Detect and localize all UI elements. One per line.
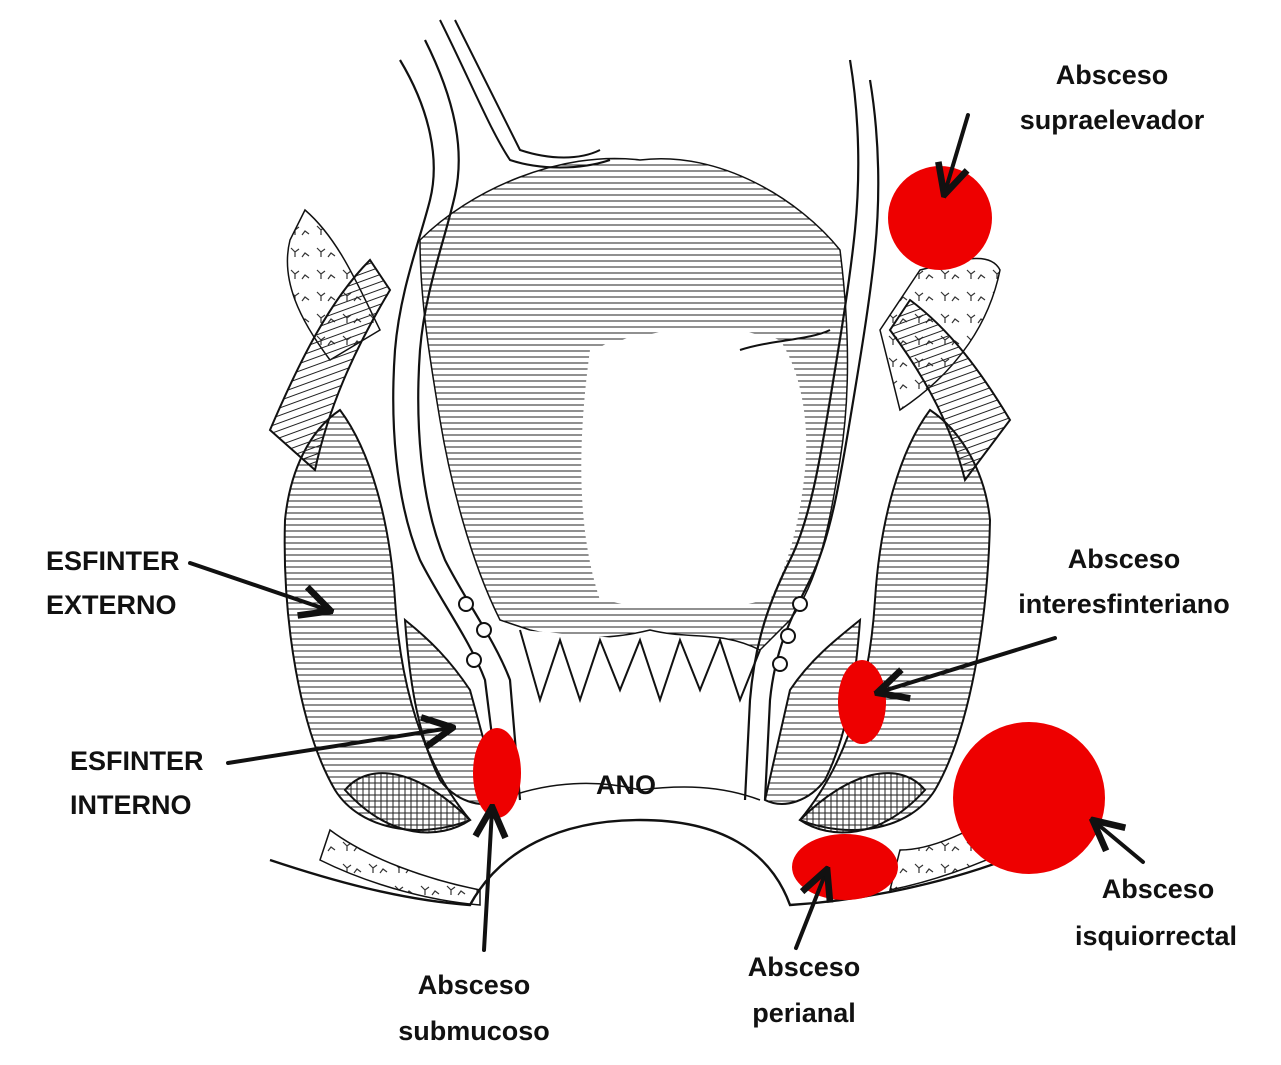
abscess-perianal-mark xyxy=(792,834,898,900)
label-esfinter-interno-line2: INTERNO xyxy=(70,790,192,820)
label-esfinter-externo-line2: EXTERNO xyxy=(46,590,177,620)
label-ano: ANO xyxy=(596,770,656,800)
arrow-esfinter-interno xyxy=(226,728,450,765)
label-submucoso-line1: Absceso xyxy=(418,970,531,1000)
label-perianal-line2: perianal xyxy=(752,998,856,1028)
arrow-interesfinteriano xyxy=(880,636,1057,692)
abscess-submucoso-mark xyxy=(473,728,521,818)
abscess-supraelevador-mark xyxy=(888,166,992,270)
label-interesfinteriano-line1: Absceso xyxy=(1068,544,1181,574)
arrow-submucoso xyxy=(484,810,492,952)
anal-canal-illustration xyxy=(268,19,1031,907)
label-perianal-line1: Absceso xyxy=(748,952,861,982)
label-isquiorrectal-line1: Absceso xyxy=(1102,874,1215,904)
label-submucoso-line2: submucoso xyxy=(398,1016,550,1046)
label-interesfinteriano-line2: interesfinteriano xyxy=(1018,589,1230,619)
arrows xyxy=(188,113,1145,952)
label-supraelevador-line2: supraelevador xyxy=(1020,105,1205,135)
abscess-isquiorrectal-mark xyxy=(953,722,1105,874)
label-esfinter-interno-line1: ESFINTER xyxy=(70,746,204,776)
arrow-perianal xyxy=(794,872,826,950)
labels: ESFINTER EXTERNO ESFINTER INTERNO ANO Ab… xyxy=(46,60,1237,1046)
abscess-interesfinteriano-mark xyxy=(838,660,886,744)
arrow-esfinter-externo xyxy=(188,561,328,610)
arrow-supraelevador xyxy=(945,113,970,192)
label-esfinter-externo-line1: ESFINTER xyxy=(46,546,180,576)
arrow-isquiorrectal xyxy=(1095,822,1145,864)
label-supraelevador-line1: Absceso xyxy=(1056,60,1169,90)
label-isquiorrectal-line2: isquiorrectal xyxy=(1075,921,1237,951)
